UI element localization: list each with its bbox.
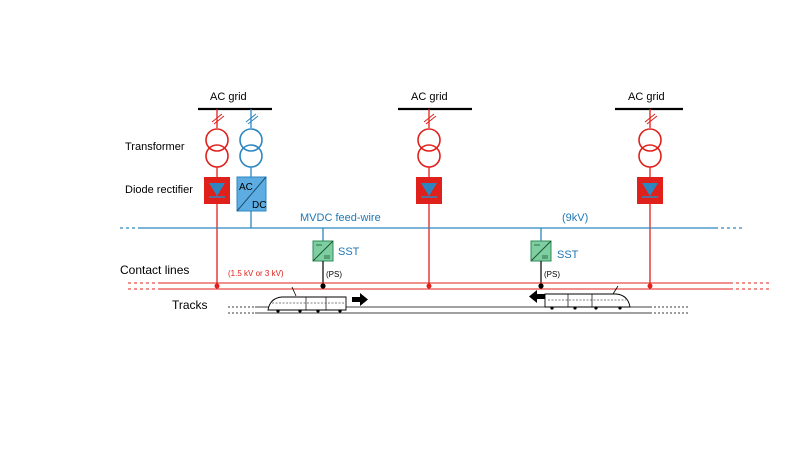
converter-dc-label: DC (252, 200, 266, 211)
contact-lines-label: Contact lines (120, 263, 189, 277)
sst-1 (312, 228, 334, 289)
train-icon (544, 285, 631, 310)
arrow-left-icon (529, 290, 545, 303)
diode-rectifier-icon (637, 177, 663, 204)
sst-2 (530, 228, 552, 289)
ac-dc-feeder: AC DC (236, 109, 267, 228)
mvdc-feed-wire-label: MVDC feed-wire (300, 212, 381, 224)
ac-grid-label-2: AC grid (411, 91, 448, 103)
sst-2-label: SST (557, 249, 579, 261)
transformer-icon (205, 113, 229, 168)
sst-icon (530, 240, 552, 262)
train-icon (267, 286, 347, 313)
transformer-icon (638, 113, 662, 168)
diode-rectifier-label: Diode rectifier (125, 184, 193, 196)
ac-grid-label-3: AC grid (628, 91, 665, 103)
arrow-right-icon (352, 293, 368, 306)
transformer-icon (239, 113, 263, 168)
sst-1-label: SST (338, 246, 360, 258)
ps-1-label: (PS) (326, 270, 342, 279)
transformer-label: Transformer (125, 141, 185, 153)
sst-icon (312, 240, 334, 262)
diode-rectifier-icon (204, 177, 230, 204)
transformer-icon (417, 113, 441, 168)
ac-grid-label-1: AC grid (210, 91, 247, 103)
contact-line (128, 282, 770, 290)
substation-3 (637, 109, 663, 289)
ac-dc-converter-icon: AC DC (236, 176, 267, 212)
tracks-label: Tracks (172, 298, 208, 312)
contact-voltage-label: (1.5 kV or 3 kV) (228, 269, 284, 278)
substation-2 (416, 109, 442, 289)
substation-1 (204, 109, 230, 289)
mvdc-voltage-label: (9kV) (562, 212, 588, 224)
converter-ac-label: AC (239, 182, 253, 193)
diode-rectifier-icon (416, 177, 442, 204)
ps-2-label: (PS) (544, 270, 560, 279)
